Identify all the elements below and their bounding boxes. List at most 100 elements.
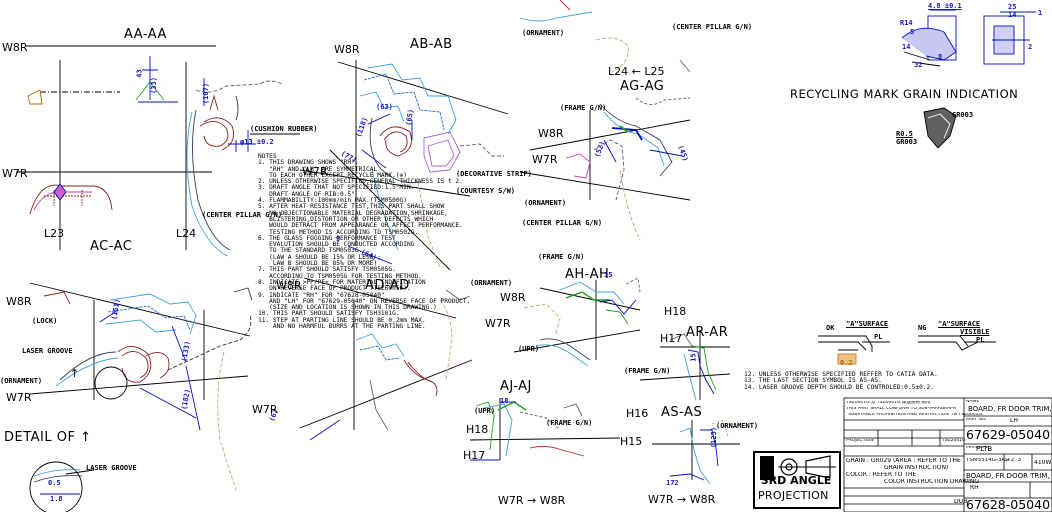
note-line: AND "LH" FOR "67629-05040" ON REVERSE FA…	[258, 297, 471, 305]
tb-std-no: TSM5514G-3AL	[966, 458, 1009, 463]
tb-note2: THIS PART SHALL CONFORM TO SUB-PARAGRAPH	[846, 407, 957, 411]
note-line: TO EACH OTHER EXCEPT RECYCLE MARK.(⊕)	[258, 171, 408, 179]
recycling-dim-14: 14	[1008, 11, 1017, 19]
note-line: 11. STEP AT PARTING LINE SHOULD BE 0.2mm…	[258, 316, 426, 324]
recycling-dim-48: 4.8 ±0.1	[928, 2, 962, 10]
tb-material: PLTB	[976, 445, 993, 453]
ref-w8r: W8R	[2, 41, 28, 54]
callout-phi13: φ13 ±0.2	[240, 138, 274, 146]
title-block	[843, 397, 1052, 512]
dim-107: (107)	[202, 82, 211, 105]
section-title-ah: AH-AH	[565, 267, 610, 282]
dim-172: 172	[666, 479, 679, 487]
tb-grain2: GRAIN INSTRUCTION)	[884, 465, 949, 471]
note-line: TESTING METHOD IS ACCORDING TO TSM0502G.	[258, 228, 419, 236]
recycling-dim-8: 8	[938, 53, 943, 61]
recycling-rough: R0.5	[896, 130, 913, 138]
ref-w8r-ad: W8R	[276, 279, 302, 292]
tb-sheet: DOB	[954, 499, 968, 505]
section-title-aj: AJ-AJ	[500, 379, 532, 394]
notes-heading: NOTES	[258, 153, 277, 160]
tb-part-no2: 67628-05040	[966, 497, 1051, 512]
tb-rh: RH	[970, 485, 979, 491]
ref-w7r-ag: W7R	[532, 153, 558, 166]
callout-upr-2: (UPR)	[474, 407, 496, 415]
note-line: EVALUTION SHOULD BE CONDUCTED ACCORDING	[258, 241, 415, 249]
ref-h18: H18	[664, 305, 687, 318]
callout-laser-groove-detail: LASER GROOVE	[86, 464, 137, 472]
ref-l24: L24	[176, 227, 197, 240]
callout-frame-1: (FRAME G/N)	[560, 104, 607, 112]
ref-h16: H16	[626, 407, 649, 420]
view-ad-ad	[299, 277, 473, 441]
note-line: 6. THE GLASS FOGGING PERFORMANCE TEST	[258, 234, 396, 242]
tb-proj: PROJECTION	[846, 439, 874, 443]
note-line: 12. UNLESS OTHERWISE SPECIFIED REFFER TO…	[744, 371, 938, 378]
ref-w7r-w8r-aj: W7R → W8R	[498, 494, 566, 507]
view-aa-aa	[16, 45, 300, 257]
dim-125: (125)	[710, 426, 719, 449]
note-line: ACCORDING TO TSM0505G FOR TESTING METHOD…	[258, 272, 422, 280]
note-line: DRAFT ANGLE OF RIB:0.5°	[258, 190, 355, 198]
tb-name-label: NAME	[966, 400, 980, 404]
pl-visible: VISIBLE	[960, 328, 990, 336]
callout-ornament-2: (ORNAMENT)	[524, 199, 567, 207]
callout-courtesy: (COURTESY S/W)	[456, 187, 516, 195]
ref-w8r-ag: W8R	[538, 127, 564, 140]
note-line: 13. THE LAST SECTION SYMBOL IS AS-AS.	[744, 377, 882, 385]
callout-cushion-rubber: (CUSHION RUBBER)	[250, 125, 318, 133]
recycling-rough-grade: GR003	[896, 138, 918, 146]
callout-ornament-5: (ORNAMENT)	[716, 422, 759, 430]
ref-h17-aj: H17	[463, 449, 486, 462]
tb-grain: GRAIN : GR029 (AREA : REFER TO THE	[846, 458, 961, 464]
section-title-ar: AR-AR	[686, 325, 729, 340]
recycling-title: RECYCLING MARK GRAIN INDICATION	[790, 87, 1019, 101]
parting-line-sketch	[818, 335, 996, 365]
recycling-dim-r14: R14	[900, 19, 913, 27]
ref-w8r-ab: W8R	[334, 43, 360, 56]
ref-h17: H17	[660, 332, 683, 345]
view-ar-ar	[639, 330, 731, 401]
note-line: TO THE STANDARD TSM0503G.	[258, 247, 363, 255]
ref-h18-aj: H18	[466, 423, 489, 436]
section-title-ac: AC-AC	[90, 239, 133, 254]
callout-laser-groove: LASER GROOVE	[22, 347, 73, 355]
callout-decorative-strip: (DECORATIVE STRIP)	[456, 170, 532, 178]
tb-name: BOARD, FR DOOR TRIM,	[968, 405, 1052, 413]
callout-ornament-4: (ORNAMENT)	[0, 377, 43, 385]
note-line: 2. UNLESS OTHERWISE SPECIFIED,GENERAL TH…	[258, 178, 463, 186]
notes-block: NOTES 1. THIS DRAWING SHOWS "RH". "RH" A…	[258, 153, 471, 331]
tb-note3: "SUBSTANCE PROHIBITION AND RESTRICTION" …	[846, 413, 984, 417]
dim-18-detail: 1.8	[50, 495, 63, 503]
ref-w7r-lock: W7R	[6, 391, 32, 404]
ref-h15: H15	[620, 435, 643, 448]
note-line: 4. FLAMMABILITY:100mm/min MAX.(TSM0500G)	[258, 197, 408, 205]
detail-title: DETAIL OF ↑	[4, 430, 92, 445]
tb-part-no: 67629-05040	[966, 427, 1051, 442]
callout-ornament-3: (ORNAMENT)	[470, 279, 513, 287]
view-aj-aj	[469, 398, 621, 461]
ref-w7r-w8r-as: W7R → W8R	[648, 493, 716, 506]
note-line: BLISTERING,DISTORTION OR OTHER DEFECTS W…	[258, 215, 434, 223]
ref-w8r-lock: W8R	[6, 295, 32, 308]
note-line: (SIZE AND LOCATION IS SHOWN IN THIS DRAW…	[258, 304, 437, 312]
tb-mat-label: MATERIAL	[966, 446, 989, 450]
note-line: WOULD DETRACT FROM APPEARANCE OR AFFECT …	[258, 222, 463, 230]
callout-frame-4: (FRAME G/N)	[546, 419, 593, 427]
section-title-aa: AA-AA	[124, 27, 167, 42]
note-line: 1. THIS DRAWING SHOWS "RH".	[258, 159, 359, 167]
view-lock-detail	[29, 282, 253, 512]
note-line: 10. THIS PART SHOULD SATISFY TSH3101G.	[258, 310, 400, 318]
view-ag-ag	[519, 0, 691, 241]
note-line: AND NO HARMFUL BURRS AT THE PARTING LINE…	[258, 323, 426, 331]
section-title-ag: AG-AG	[620, 79, 665, 94]
note-line: 5. AFTER HEAT RESISTANCE TEST,THIS PART …	[258, 203, 445, 211]
dim-9: 9	[336, 235, 341, 243]
dim-33-aa: (33)	[149, 77, 158, 94]
callout-lock: (LOCK)	[32, 317, 58, 325]
tb-scale: 410W	[1034, 460, 1052, 466]
dim-15-ar: 15	[689, 353, 698, 362]
ref-w7r-ad: W7R	[252, 403, 278, 416]
pl-label-2: PL	[976, 336, 985, 344]
